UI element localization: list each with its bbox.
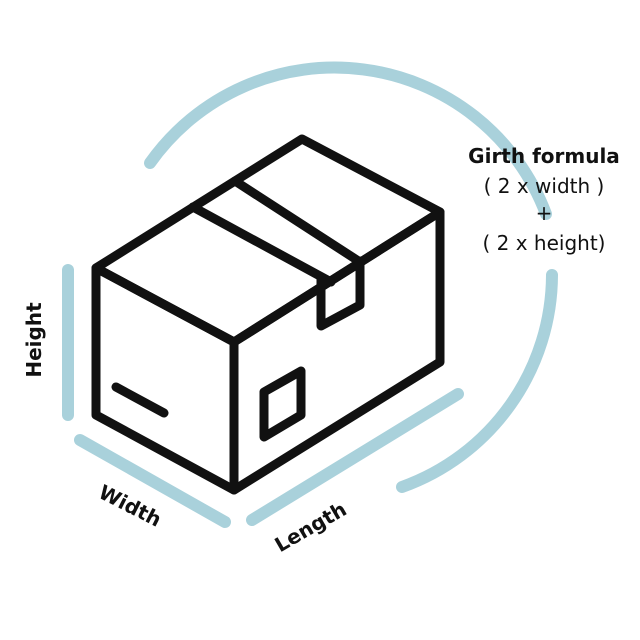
box-tape-edge-2 bbox=[230, 176, 365, 267]
girth-arc-lower bbox=[396, 269, 558, 493]
formula-line-2: ( 2 x height) bbox=[483, 231, 606, 255]
box-side-label bbox=[259, 366, 306, 442]
length-bar bbox=[246, 388, 464, 526]
girth-arc bbox=[144, 61, 552, 220]
box-front-label bbox=[111, 382, 169, 418]
width-bar bbox=[74, 434, 231, 528]
box-tape-flap bbox=[316, 256, 365, 331]
formula-line-1: ( 2 x width ) bbox=[484, 174, 605, 198]
box-tape-edge-1 bbox=[188, 202, 336, 287]
formula-title: Girth formula bbox=[468, 144, 620, 168]
box-right-face bbox=[229, 207, 445, 495]
formula-operator: + bbox=[536, 201, 553, 225]
height-label: Height bbox=[22, 302, 46, 378]
girth-formula: Girth formula ( 2 x width ) + ( 2 x heig… bbox=[468, 144, 620, 255]
box-icon bbox=[91, 134, 445, 495]
